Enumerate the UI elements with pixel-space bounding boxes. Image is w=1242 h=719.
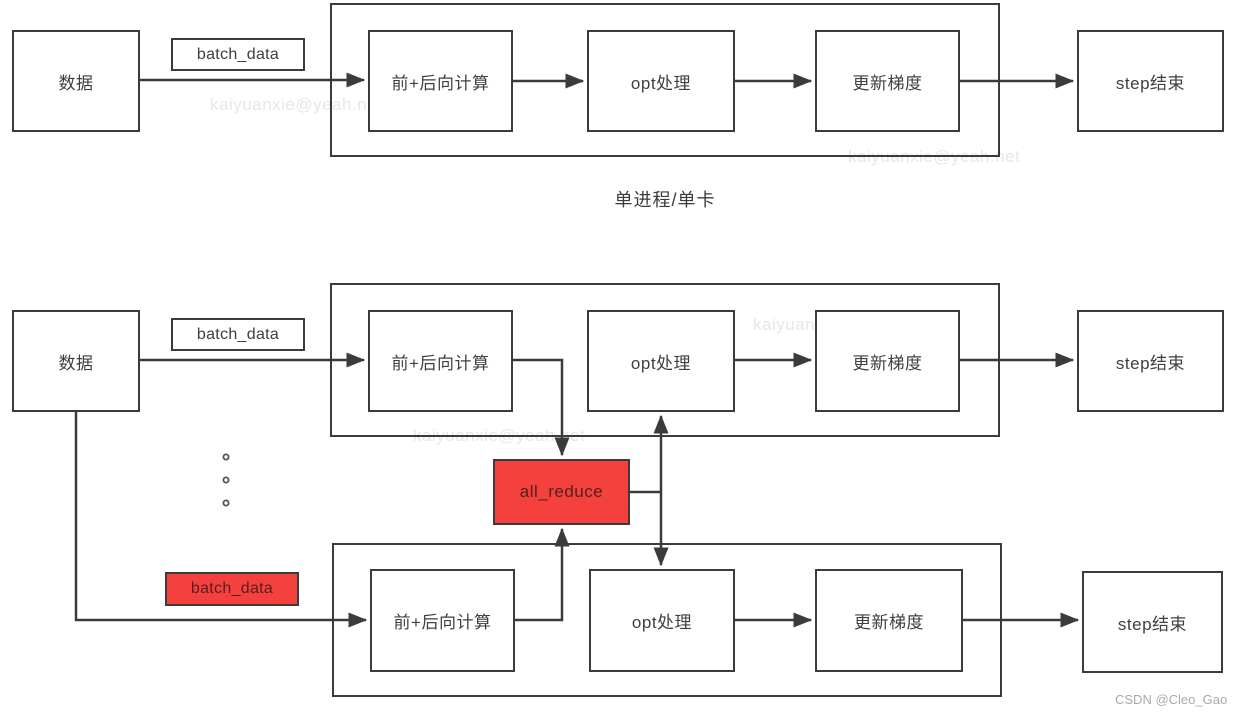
d2-process-frame-top bbox=[330, 283, 1000, 437]
d1-node-data: 数据 bbox=[12, 30, 140, 132]
d2-node-update-grad-top: 更新梯度 bbox=[815, 310, 960, 412]
d2-node-data: 数据 bbox=[12, 310, 140, 412]
csdn-credit: CSDN @Cleo_Gao bbox=[1115, 692, 1228, 707]
d2-node-opt-top: opt处理 bbox=[587, 310, 735, 412]
d1-caption: 单进程/单卡 bbox=[614, 190, 716, 210]
d2-node-step-end-bottom: step结束 bbox=[1082, 571, 1223, 673]
d2-node-update-grad-bottom: 更新梯度 bbox=[815, 569, 963, 672]
d2-node-forward-backward-bottom: 前+后向计算 bbox=[370, 569, 515, 672]
d1-node-forward-backward: 前+后向计算 bbox=[368, 30, 513, 132]
d2-process-frame-bottom bbox=[332, 543, 1002, 697]
d2-label-batch-data-bottom: batch_data bbox=[165, 572, 299, 606]
d2-node-forward-backward-top: 前+后向计算 bbox=[368, 310, 513, 412]
d2-arrow-data-to-fwbw-bottom bbox=[74, 412, 368, 628]
d2-node-opt-bottom: opt处理 bbox=[589, 569, 735, 672]
d1-node-opt: opt处理 bbox=[587, 30, 735, 132]
ellipsis-dots bbox=[222, 453, 230, 507]
d1-process-frame bbox=[330, 3, 1000, 157]
d2-arrow-fwbw-top-to-allreduce bbox=[513, 358, 570, 457]
d2-node-step-end-top: step结束 bbox=[1077, 310, 1224, 412]
d2-node-all-reduce: all_reduce bbox=[493, 459, 630, 525]
d1-node-step-end: step结束 bbox=[1077, 30, 1224, 132]
d2-label-batch-data-top: batch_data bbox=[171, 318, 305, 351]
watermark-text: kaiyuanxie@yeah.net bbox=[210, 95, 383, 114]
d1-label-batch-data: batch_data bbox=[171, 38, 305, 71]
d2-arrow-fwbw-bottom-to-allreduce bbox=[515, 527, 570, 622]
d1-node-update-grad: 更新梯度 bbox=[815, 30, 960, 132]
